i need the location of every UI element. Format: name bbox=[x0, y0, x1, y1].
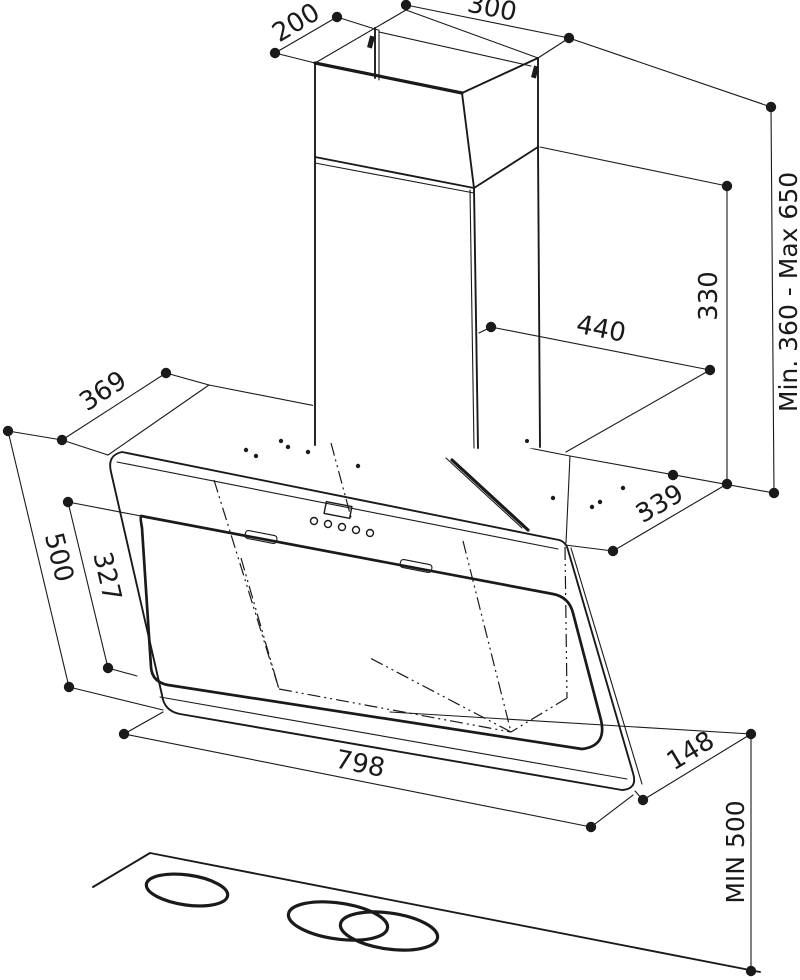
dim-label-369: 369 bbox=[74, 365, 132, 417]
dim-label-min500: MIN 500 bbox=[721, 800, 750, 903]
burner-circle bbox=[338, 910, 440, 952]
latch-slot-right bbox=[399, 558, 433, 574]
control-button bbox=[365, 528, 375, 538]
glass-bottom-edge-inner bbox=[159, 696, 628, 780]
dim-label-300: 300 bbox=[465, 0, 520, 28]
burner-circle bbox=[144, 872, 230, 908]
dim-500: 500 bbox=[7, 430, 164, 711]
top-face-right-edge bbox=[565, 455, 571, 544]
mounting-screws bbox=[243, 438, 644, 514]
dim-label-200: 200 bbox=[267, 0, 325, 49]
glass-panel-outline bbox=[109, 451, 636, 791]
latch-slot-left bbox=[244, 529, 278, 545]
control-button bbox=[337, 522, 347, 532]
joint-right bbox=[473, 146, 539, 189]
chimney bbox=[313, 8, 542, 450]
joint-front bbox=[314, 156, 475, 189]
bracket-flange-left bbox=[367, 35, 375, 49]
cooktop-edge bbox=[92, 852, 761, 973]
lower-right-edge bbox=[537, 146, 541, 448]
dim-369: 369 bbox=[2, 365, 210, 456]
dim-label-339: 339 bbox=[631, 479, 689, 530]
control-button bbox=[351, 525, 361, 535]
rim-front-left-edge bbox=[313, 61, 464, 95]
dim-label-440: 440 bbox=[574, 310, 628, 349]
upper-front-edge bbox=[461, 92, 475, 189]
rim-back-right-edge bbox=[405, 9, 539, 59]
bracket-top-edge bbox=[378, 31, 532, 67]
dim-min500: MIN 500 bbox=[721, 733, 757, 977]
dim-798: 798 bbox=[118, 711, 634, 833]
dim-label-330: 330 bbox=[694, 271, 724, 321]
bracket-diagonal bbox=[450, 458, 530, 532]
dim-minmax: Min. 360 - Max 650 bbox=[568, 37, 800, 499]
glass-top-edge-inner bbox=[116, 461, 559, 550]
rim-front-right-edge bbox=[461, 57, 539, 94]
chimney-mask bbox=[313, 8, 542, 450]
dim-label-500: 500 bbox=[38, 530, 79, 585]
wall-reference-line bbox=[389, 711, 752, 735]
control-panel bbox=[309, 500, 375, 538]
hood-body bbox=[109, 442, 643, 791]
rim-back-left-edge bbox=[314, 9, 407, 64]
dim-330: 330 bbox=[539, 146, 733, 485]
centerlines bbox=[213, 442, 568, 733]
dim-label-798: 798 bbox=[333, 745, 388, 784]
dim-label-148: 148 bbox=[662, 726, 720, 777]
bracket-flange-right bbox=[531, 65, 539, 79]
dim-327: 327 bbox=[62, 496, 142, 677]
bracket-diagonal-inner bbox=[445, 457, 523, 529]
cooktop bbox=[92, 852, 761, 973]
control-button bbox=[309, 516, 319, 526]
lower-front-edge-inner bbox=[469, 189, 475, 449]
control-button bbox=[323, 519, 333, 529]
glass-right-edge-outer bbox=[570, 547, 643, 785]
dim-339: 339 bbox=[564, 455, 775, 557]
dim-148: 148 bbox=[634, 726, 757, 806]
dim-label-minmax: Min. 360 - Max 650 bbox=[774, 172, 800, 412]
display-window bbox=[323, 500, 353, 520]
top-face-left-edge bbox=[107, 384, 210, 456]
inner-panel-outline bbox=[139, 514, 604, 751]
burner-circle bbox=[286, 900, 390, 942]
dim-label-327: 327 bbox=[86, 549, 126, 604]
joint-front-inner bbox=[314, 162, 475, 194]
right-wall-bracket bbox=[445, 455, 571, 544]
lower-front-edge bbox=[473, 187, 479, 449]
